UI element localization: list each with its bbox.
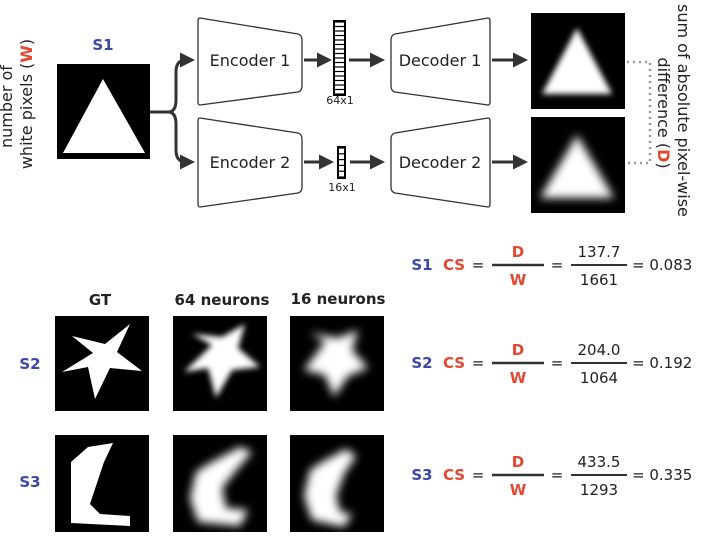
eq-equals: = <box>472 256 485 274</box>
eq-w-symbol: W <box>510 271 527 289</box>
eq-denominator: 1661 <box>580 271 618 289</box>
eq-result: = 0.083 <box>632 256 692 274</box>
latent-cell <box>339 166 344 171</box>
latent-cell <box>339 160 344 165</box>
eq-equals: = <box>472 354 485 372</box>
s2-64-image <box>173 316 267 411</box>
eq-sample-s1: S1 <box>411 256 432 274</box>
white-pixels-label-line2: white pixels ( <box>17 63 36 169</box>
latent-cell <box>339 154 344 159</box>
s3-16-image <box>290 435 384 532</box>
latent-vector-64 <box>333 20 346 96</box>
latent-cell <box>335 27 344 31</box>
encoder-1-label: Encoder 1 <box>210 51 291 70</box>
eq-cs-s2: CS <box>443 354 465 372</box>
s3-gt-image <box>55 435 149 532</box>
eq-equals: = <box>551 256 564 274</box>
w-symbol: W <box>17 45 36 63</box>
white-pixels-label-close: ) <box>17 39 36 45</box>
eq-sample-s2: S2 <box>411 354 432 372</box>
output-image-16 <box>531 117 625 213</box>
latent-cell <box>335 54 344 58</box>
latent-16-size: 16x1 <box>328 181 356 194</box>
latent-cell <box>335 76 344 80</box>
d-symbol: D <box>654 149 673 162</box>
encoder-2-label: Encoder 2 <box>210 153 291 172</box>
s3-64-image <box>173 435 267 532</box>
s2-gt-image <box>55 316 149 411</box>
dotted-connector <box>627 60 652 165</box>
eq-d-symbol: D <box>512 243 524 261</box>
latent-cell <box>335 67 344 71</box>
pixel-difference-line2: difference ( <box>654 57 673 149</box>
decoder-2-label: Decoder 2 <box>399 153 482 172</box>
pixel-difference-line1: sum of absolute pixel-wise <box>674 4 693 217</box>
latent-cell <box>335 81 344 85</box>
pixel-difference-label: sum of absolute pixel-wise difference (D… <box>654 4 693 222</box>
latent-cell <box>335 90 344 94</box>
eq-sample-s3: S3 <box>411 466 432 484</box>
branch-connector <box>150 52 195 170</box>
row-label-s3: S3 <box>19 473 40 491</box>
pixel-difference-close: ) <box>654 162 673 168</box>
eq-result: = 0.192 <box>632 354 692 372</box>
eq-denominator: 1293 <box>580 481 618 499</box>
row-label-s2: S2 <box>19 355 40 373</box>
eq-d-symbol: D <box>512 341 524 359</box>
eq-w-symbol: W <box>510 369 527 387</box>
s2-16-image <box>290 316 384 411</box>
eq-equals: = <box>551 466 564 484</box>
header-gt: GT <box>89 291 112 309</box>
latent-cell <box>335 58 344 62</box>
white-pixels-label: number of white pixels (W) <box>0 39 36 169</box>
latent-cell <box>335 31 344 35</box>
latent-cell <box>335 40 344 44</box>
eq-numerator: 433.5 <box>578 453 621 471</box>
latent-cell <box>335 72 344 76</box>
latent-cell <box>335 49 344 53</box>
eq-numerator: 204.0 <box>578 341 621 359</box>
latent-cell <box>335 45 344 49</box>
latent-cell <box>339 171 344 177</box>
latent-cell <box>335 85 344 89</box>
latent-cell <box>335 36 344 40</box>
eq-numerator: 137.7 <box>578 243 621 261</box>
eq-result: = 0.335 <box>632 466 692 484</box>
header-16-neurons: 16 neurons <box>291 290 386 308</box>
sample-label-s1: S1 <box>92 36 113 54</box>
latent-frame <box>333 20 346 96</box>
decoder-1-label: Decoder 1 <box>399 51 482 70</box>
header-64-neurons: 64 neurons <box>175 291 270 309</box>
white-pixels-label-line1: number of <box>0 65 16 148</box>
eq-cs-s3: CS <box>443 466 465 484</box>
encoder-1: Encoder 1 <box>197 17 303 106</box>
latent-cell <box>335 22 344 26</box>
latent-cell <box>339 148 344 154</box>
eq-denominator: 1064 <box>580 369 618 387</box>
eq-equals: = <box>551 354 564 372</box>
eq-w-symbol: W <box>510 481 527 499</box>
latent-cell <box>335 63 344 67</box>
output-image-64 <box>531 13 625 109</box>
latent-vector-16 <box>337 146 346 179</box>
encoder-2: Encoder 2 <box>197 117 303 208</box>
latent-64-size: 64x1 <box>326 94 354 107</box>
eq-equals: = <box>472 466 485 484</box>
eq-d-symbol: D <box>512 453 524 471</box>
decoder-2: Decoder 2 <box>390 117 491 208</box>
decoder-1: Decoder 1 <box>390 17 491 106</box>
input-image-s1 <box>57 64 150 159</box>
eq-cs-s1: CS <box>443 256 465 274</box>
